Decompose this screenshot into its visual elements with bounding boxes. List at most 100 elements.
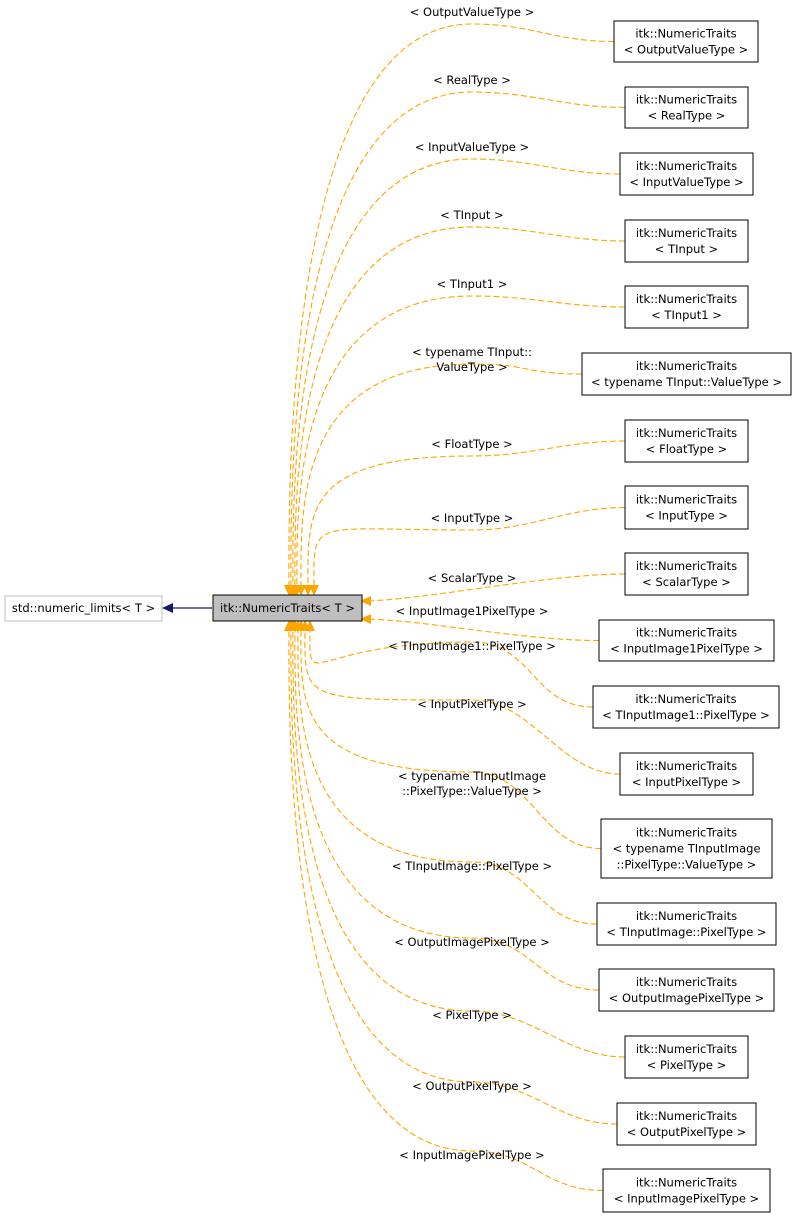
template-edge [283,23,615,596]
specialization-node[interactable]: itk::NumericTraits< InputType > [624,485,749,530]
edge-label: < PixelType > [432,1008,512,1022]
node-label-line: itk::NumericTraits [636,226,737,240]
node-label-line: < TInputImage1::PixelType > [602,708,769,722]
edge-label: < InputPixelType > [417,697,526,711]
specialization-node[interactable]: itk::NumericTraits< typename TInputImage… [600,818,773,879]
node-label: itk::NumericTraits< TInputImage1::PixelT… [602,692,769,722]
specialization-node[interactable]: itk::NumericTraits< OutputImagePixelType… [598,968,775,1012]
node-label: itk::NumericTraits< FloatType > [636,426,737,456]
node-box [600,818,773,879]
base-class-node[interactable]: std::numeric_limits< T > [4,595,163,622]
nodes-layer: itk::NumericTraits< OutputValueType >itk… [581,20,792,1213]
node-box [624,1035,749,1079]
template-edge [360,614,600,642]
specialization-node[interactable]: itk::NumericTraits< OutputPixelType > [616,1102,757,1146]
edge-label: < TInput1 > [437,277,508,291]
specialization-node[interactable]: itk::NumericTraits< InputPixelType > [619,752,754,796]
edge-label-line: < TInputImage1::PixelType > [388,639,555,653]
node-label-line: < TInput > [655,242,718,256]
specialization-node[interactable]: itk::NumericTraits< FloatType > [624,419,749,463]
edge-label-line: < OutputValueType > [410,5,535,19]
node-box [619,752,754,796]
node-label-line: < RealType > [648,109,726,123]
node-label-line: itk::NumericTraits [636,975,737,989]
node-label-line: itk::NumericTraits [635,692,736,706]
edge-label-line: ::PixelType::ValueType > [402,784,542,798]
template-edge [289,226,626,596]
node-label-line: itk::NumericTraits [636,292,737,306]
edge-label-line: < OutputImagePixelType > [394,935,550,949]
node-label-line: < ScalarType > [642,575,731,589]
node-label-line: itk::NumericTraits [636,1109,737,1123]
template-edge [291,295,626,596]
node-label-line: itk::NumericTraits [635,27,736,41]
focus-class-node[interactable]: itk::NumericTraits< T > [212,594,363,622]
template-edge [308,506,626,596]
edge-label-line: < InputValueType > [415,140,529,154]
edge-label: < OutputPixelType > [412,1079,532,1093]
node-label: itk::NumericTraits< RealType > [636,93,737,123]
node-box [619,152,754,196]
edge-label-line: < InputImagePixelType > [399,1148,544,1162]
node-label-line: itk::NumericTraits [636,909,737,923]
node-label: itk::NumericTraits< TInputImage::PixelTy… [606,909,766,939]
node-label: itk::NumericTraits< typename TInput::Val… [591,359,782,389]
edge-label: < ScalarType > [428,571,517,585]
edge-label: < InputValueType > [415,140,529,154]
node-label-line: < InputPixelType > [632,775,741,789]
node-label-line: itk::NumericTraits [636,826,737,840]
node-label-line: itk::NumericTraits [636,93,737,107]
specialization-node[interactable]: itk::NumericTraits< TInput > [624,219,749,263]
template-edge [299,620,621,775]
node-box [598,968,775,1012]
template-edge [302,440,626,596]
specialization-node[interactable]: itk::NumericTraits< TInput1 > [624,285,749,329]
edge-label: < InputImagePixelType > [399,1148,544,1162]
specialization-node[interactable]: itk::NumericTraits< InputValueType > [619,152,754,196]
edge-label: < TInputImage1::PixelType > [388,639,555,653]
node-box [581,352,792,396]
node-box [624,485,749,530]
template-edge [283,620,604,1192]
specialization-node[interactable]: itk::NumericTraits< typename TInput::Val… [581,352,792,396]
labels-layer: < OutputValueType > < RealType > < InputVa… [388,5,555,1162]
specialization-node[interactable]: itk::NumericTraits< OutputValueType > [613,20,759,63]
node-label-line: < FloatType > [646,442,727,456]
node-label-line: < OutputPixelType > [627,1125,747,1139]
specialization-node[interactable]: itk::NumericTraits< RealType > [624,86,749,129]
edge-label: < InputImage1PixelType > [396,604,549,618]
node-label-line: < OutputImagePixelType > [609,991,765,1005]
node-box [616,1102,757,1146]
edge-label-line: < RealType > [433,73,511,87]
template-edge [292,620,598,925]
specialization-node[interactable]: itk::NumericTraits< TInputImage1::PixelT… [592,685,780,729]
node-label-line: < InputValueType > [629,175,743,189]
edge-label-line: < TInput1 > [437,277,508,291]
edge-label-line: < TInput > [440,208,503,222]
node-label-line: itk::NumericTraits [636,559,737,573]
node-label-line: < TInputImage::PixelType > [606,925,766,939]
specialization-node[interactable]: itk::NumericTraits< TInputImage::PixelTy… [596,902,777,946]
edge-label-line: < typename TInputImage [398,769,546,783]
specialization-node[interactable]: itk::NumericTraits< PixelType > [624,1035,749,1079]
edge-label: < FloatType > [431,437,512,451]
node-label-line: < OutputValueType > [624,43,749,57]
specialization-node[interactable]: itk::NumericTraits< ScalarType > [624,552,749,596]
edge-label-line: < TInputImage::PixelType > [392,859,552,873]
specialization-node[interactable]: itk::NumericTraits< InputImage1PixelType… [598,619,775,662]
template-edge [287,620,626,1058]
node-label-line: itk::NumericTraits [636,759,737,773]
template-edge [285,620,618,1125]
node-box [624,552,749,596]
node-label-line: < TInput1 > [651,308,722,322]
edge-label-line: < InputImage1PixelType > [396,604,549,618]
node-label-line: itk::NumericTraits [636,359,737,373]
node-label: itk::NumericTraits< TInput1 > [636,292,737,322]
template-edge [295,620,602,850]
node-label-line: itk::NumericTraits [636,159,737,173]
specialization-node[interactable]: itk::NumericTraits< InputImagePixelType … [602,1168,771,1213]
edge-label-line: < PixelType > [432,1008,512,1022]
edge-label: < typename TInput::ValueType > [412,345,532,374]
